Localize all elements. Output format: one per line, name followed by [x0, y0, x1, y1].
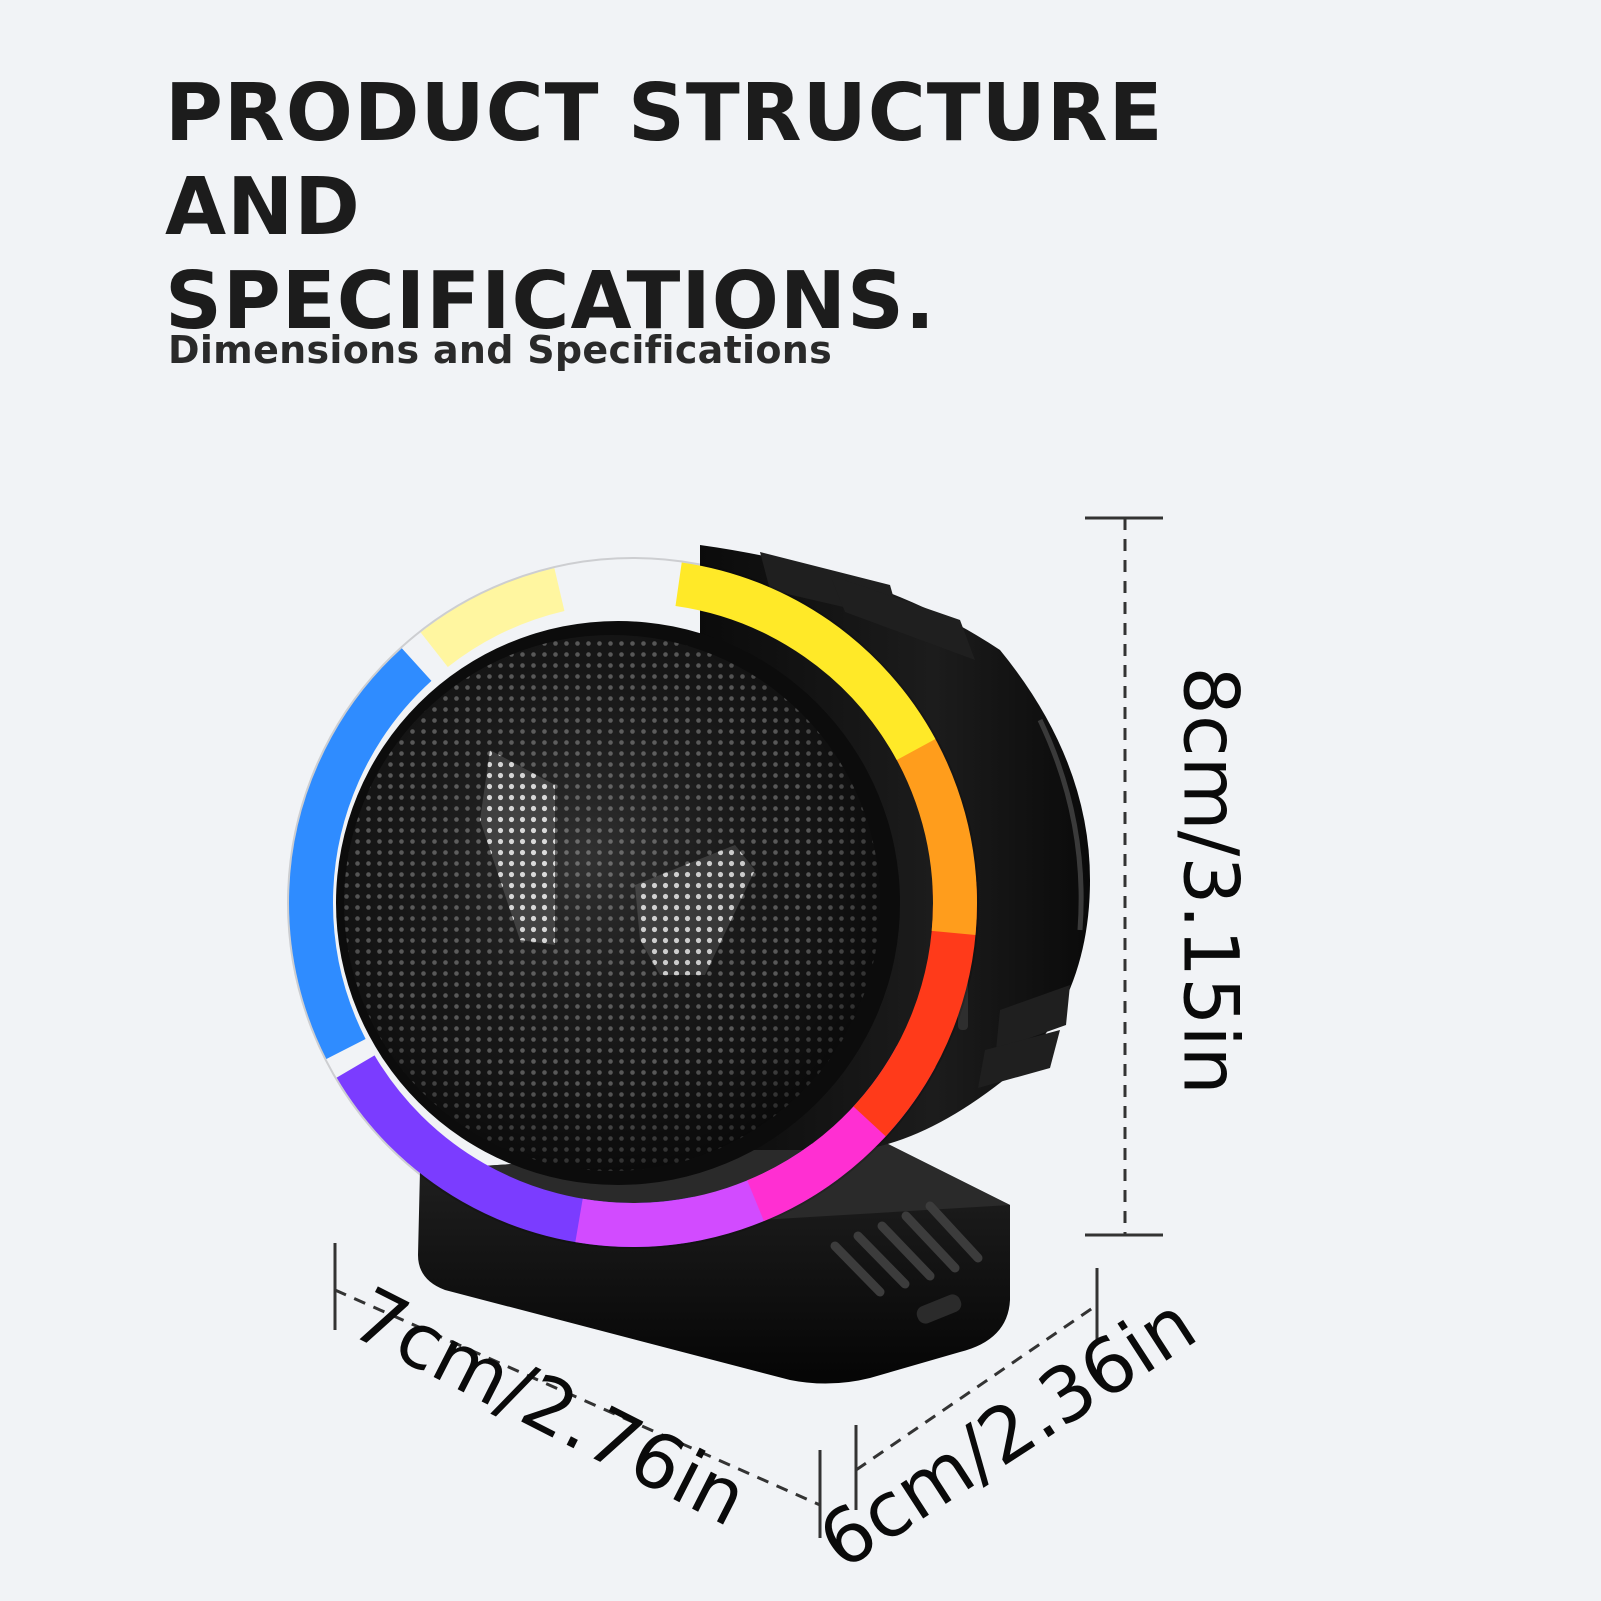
- speaker-grille: [336, 621, 900, 1185]
- rgb-ring: [289, 559, 977, 1247]
- height-dimension-line: [1085, 516, 1163, 1237]
- page-title-line-2: SPECIFICATIONS.: [165, 255, 936, 347]
- page-title: PRODUCT STRUCTURE AND SPECIFICATIONS.: [165, 66, 1365, 348]
- page-title-line-1: PRODUCT STRUCTURE AND: [165, 67, 1164, 253]
- width-dimension-line: [333, 1243, 822, 1538]
- depth-dimension-line: [854, 1268, 1099, 1510]
- section-subtitle: Dimensions and Specifications: [168, 328, 833, 372]
- height-label: 8cm/3.15in: [1166, 666, 1256, 1095]
